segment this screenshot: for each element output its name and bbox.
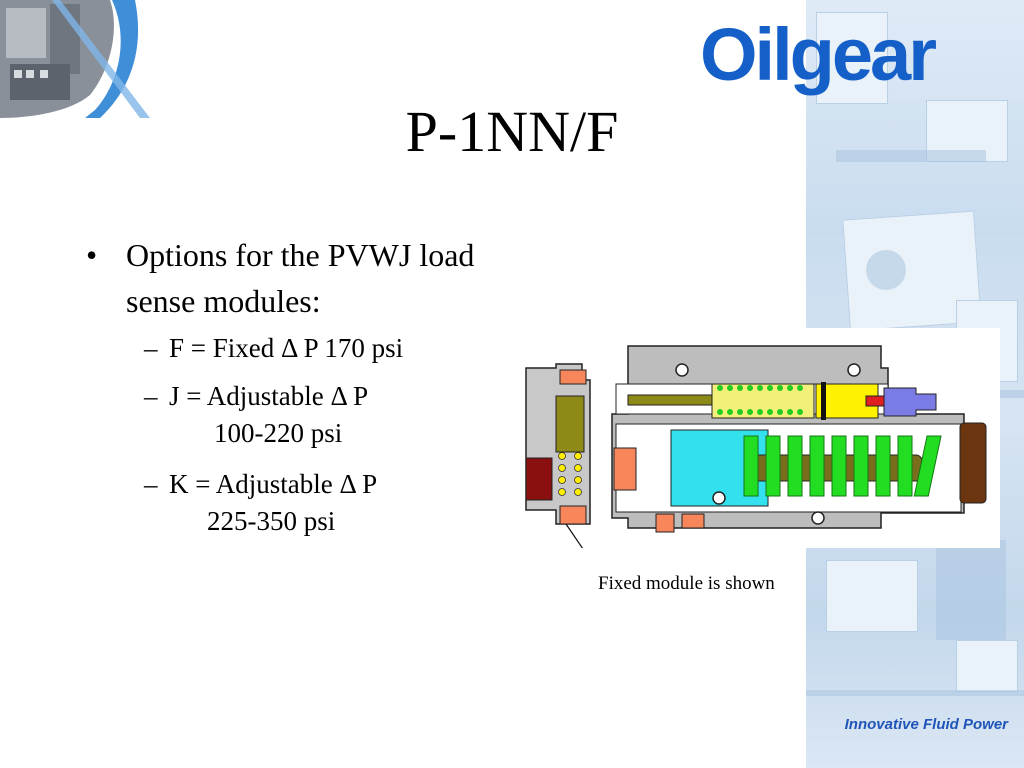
- sub-bullet-k: – K = Adjustable Δ P 225-350 psi: [86, 466, 506, 540]
- dash-marker: –: [144, 381, 158, 411]
- sub-bullet-f: – F = Fixed Δ P 170 psi: [86, 330, 506, 367]
- tagline: Innovative Fluid Power: [844, 716, 1008, 733]
- main-bullet: • Options for the PVWJ load sense module…: [86, 232, 506, 324]
- dash-marker: –: [144, 333, 158, 363]
- slide-title: P-1NN/F: [405, 99, 619, 164]
- main-bullet-text: Options for the PVWJ load sense modules:: [126, 237, 475, 319]
- oilgear-logo: Oilgear: [700, 13, 937, 96]
- sub-bullet-text: J = Adjustable Δ P: [169, 381, 369, 411]
- machine-photo: [0, 0, 150, 118]
- dash-marker: –: [144, 469, 158, 499]
- sub-bullet-range: 225-350 psi: [207, 506, 336, 536]
- sub-bullet-text: F = Fixed Δ P 170 psi: [169, 333, 404, 363]
- bullet-list: • Options for the PVWJ load sense module…: [86, 232, 506, 540]
- sub-bullet-text: K = Adjustable Δ P: [169, 469, 378, 499]
- sub-bullet-j: – J = Adjustable Δ P 100-220 psi: [86, 378, 506, 452]
- figure-caption: Fixed module is shown: [598, 573, 775, 594]
- sub-bullet-range: 100-220 psi: [214, 418, 343, 448]
- bullet-dot: •: [86, 237, 98, 273]
- valve-cutaway-diagram: [516, 328, 1000, 548]
